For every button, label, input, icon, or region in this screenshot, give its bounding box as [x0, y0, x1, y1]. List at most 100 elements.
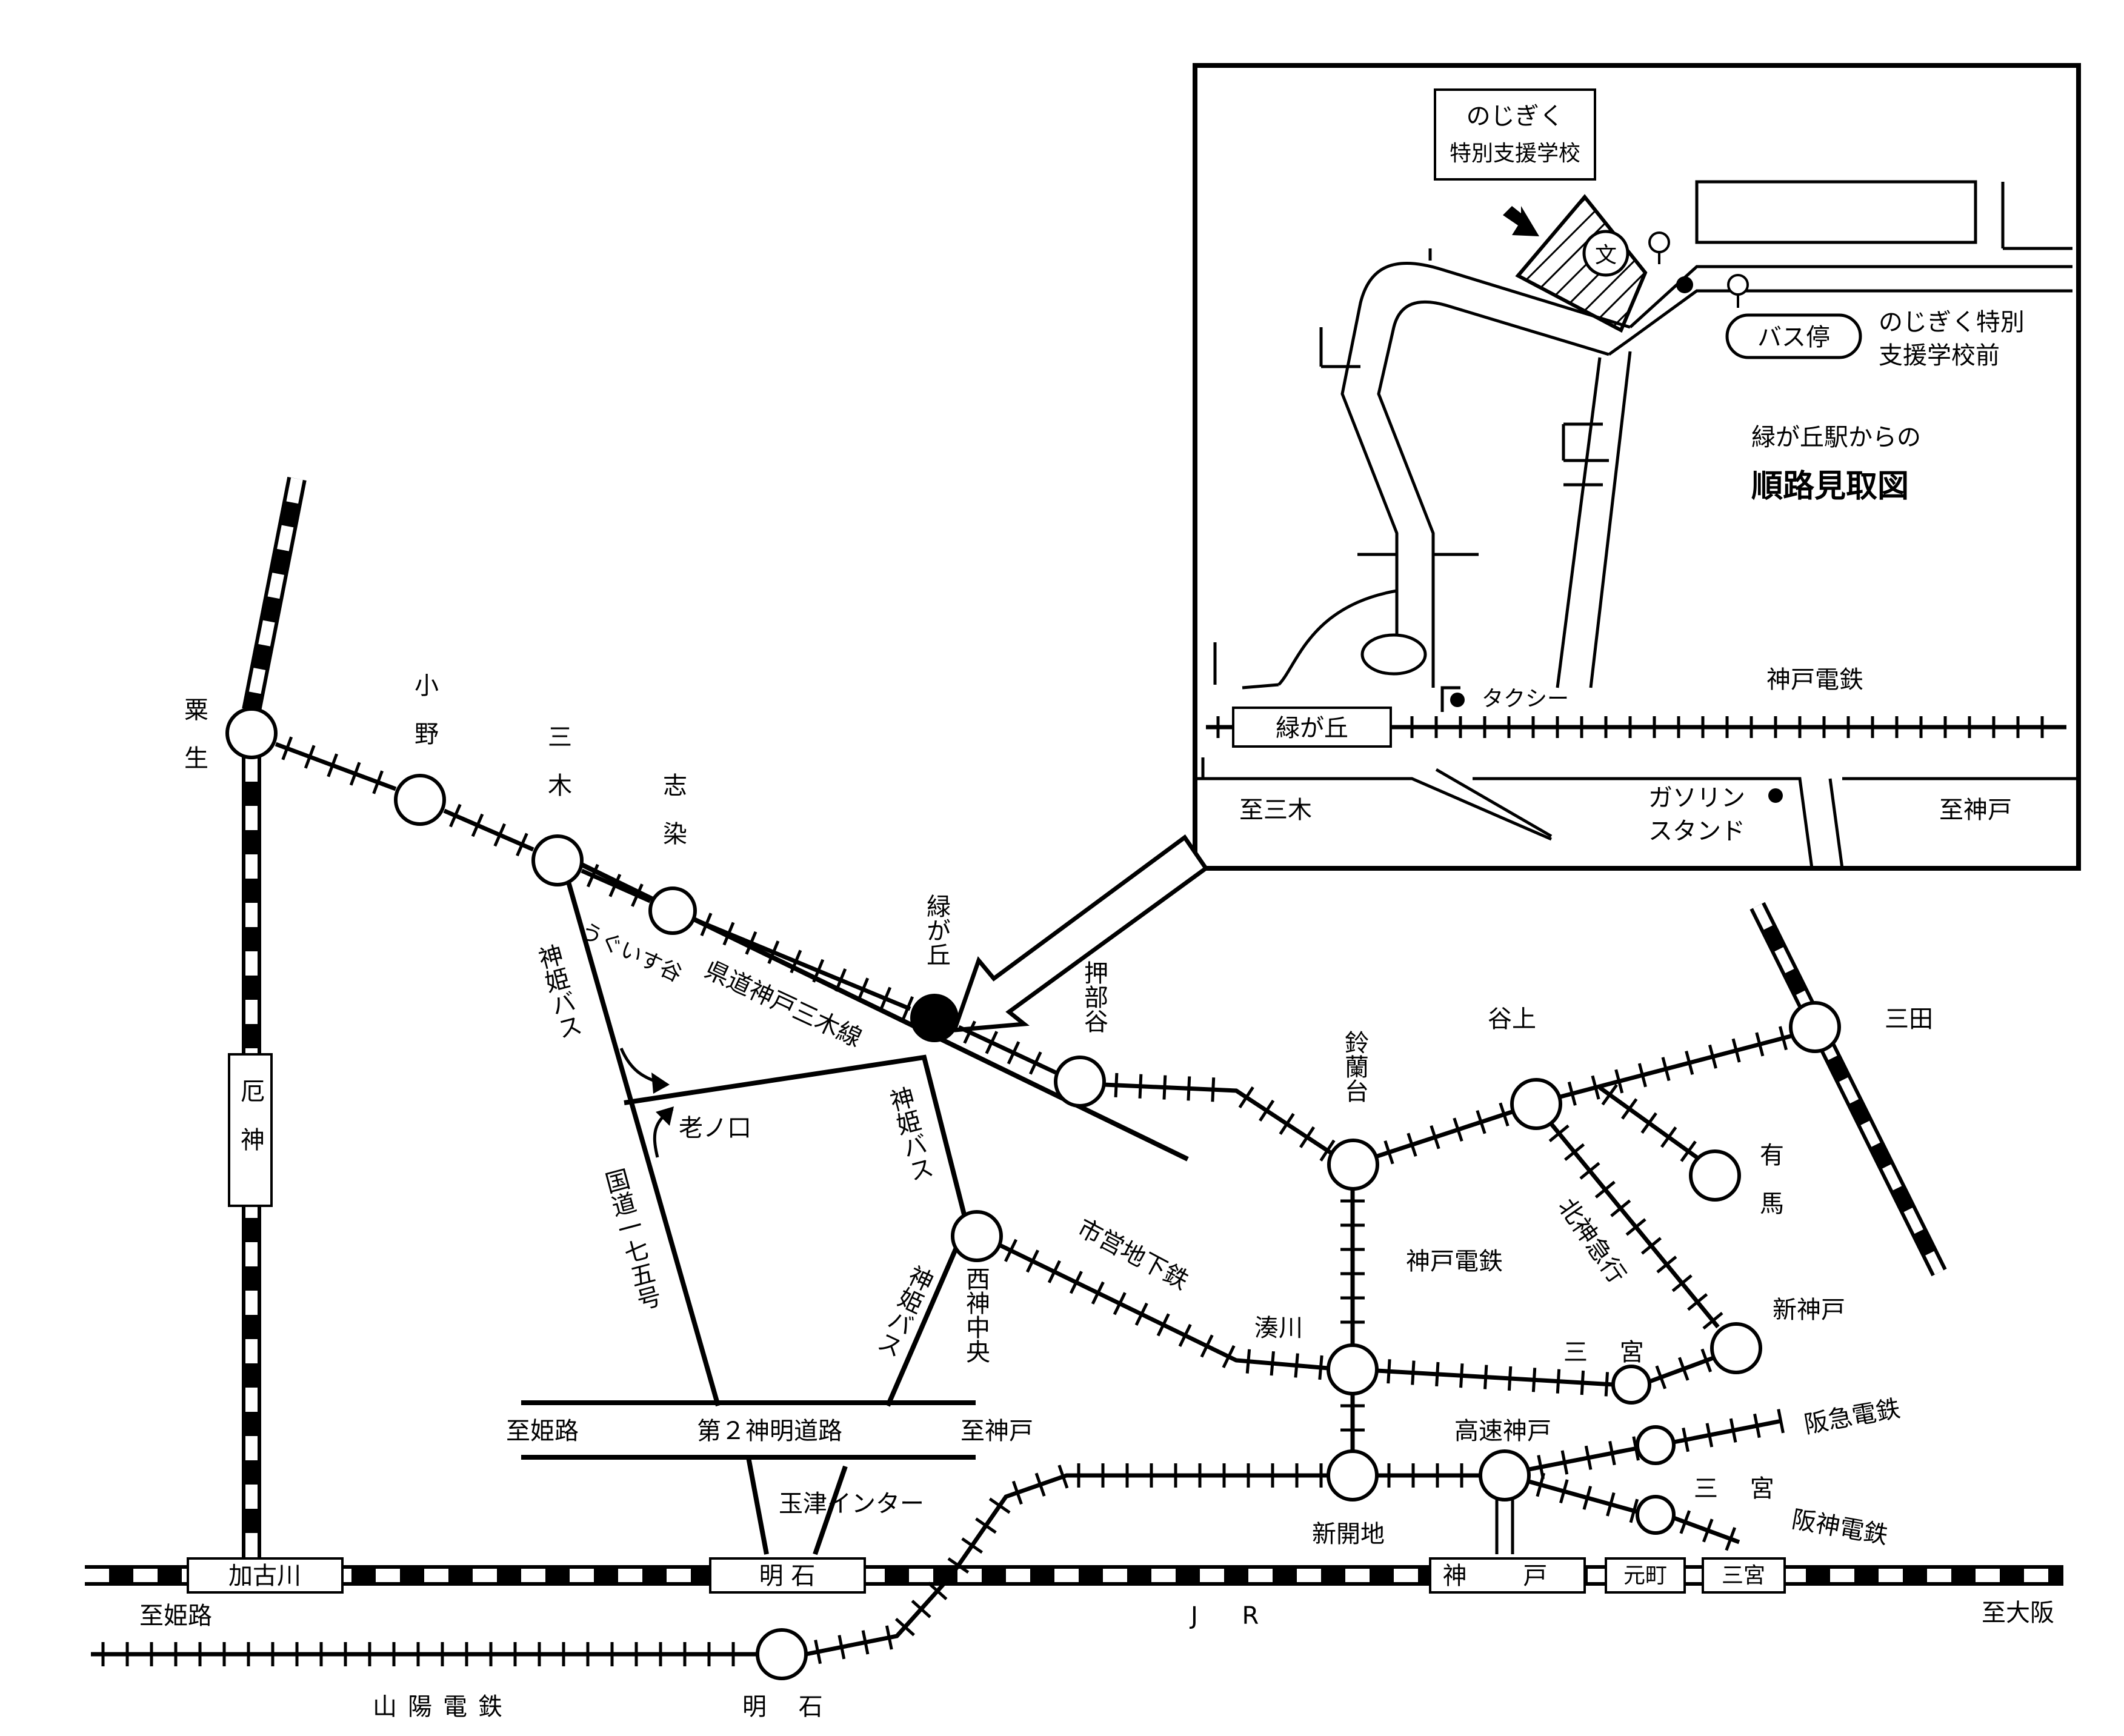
- jr-motomachi-box: [1605, 1557, 1686, 1594]
- sanyo-line-west: [91, 1642, 757, 1666]
- ao-line-2: [443, 803, 534, 857]
- subway-line-east: [1376, 1359, 1614, 1397]
- kobe-dentetsu-south: [1340, 1189, 1365, 1345]
- jr-kakogawa-box: [187, 1557, 344, 1594]
- oshibedani-station-circle: [1054, 1056, 1106, 1108]
- jr-kobe-box: [1429, 1557, 1586, 1594]
- road-shinki-bus-1: 神姫バス: [532, 942, 584, 1042]
- miki-station-circle: [531, 834, 584, 886]
- station-miki: 三木: [544, 724, 571, 821]
- station-suzurandai: 鈴蘭台: [1340, 1030, 1368, 1103]
- station-shinkobe: 新神戸: [1773, 1296, 1845, 1324]
- inset-title-line2: 順路見取図: [1751, 468, 1909, 505]
- shinkaichi-station-circle: [1327, 1449, 1379, 1502]
- jr-sannomiya-box: [1702, 1557, 1786, 1594]
- inset-railway-label: 神戸電鉄: [1766, 666, 1863, 694]
- station-oshibedani: 押部谷: [1080, 960, 1108, 1033]
- stations: [225, 707, 1841, 1680]
- bus-stop-name-line1: のじぎく特別: [1879, 308, 2025, 336]
- station-shijimi: 志染: [659, 773, 687, 870]
- tanigami-station-circle: [1510, 1078, 1562, 1130]
- school-name-line2: 特別支援学校: [1450, 141, 1580, 166]
- hankyu-line-2: [1673, 1409, 1785, 1452]
- kosoku-kobe-circle: [1479, 1449, 1531, 1502]
- inset-to-miki: 至三木: [1239, 796, 1312, 824]
- gas-station-line1: ガソリン: [1648, 784, 1745, 812]
- line-subway: 市営地下鉄: [1073, 1214, 1193, 1295]
- road-daini-shinmei: 第２神明道路: [697, 1417, 842, 1445]
- station-sannomiya-subway: 三 宮: [1563, 1339, 1656, 1366]
- shinkobe-station-circle: [1710, 1322, 1762, 1374]
- road-to-kobe: 至神戸: [960, 1417, 1033, 1445]
- inset-station-label: 緑が丘: [1276, 714, 1348, 742]
- subway-line-west: [999, 1239, 1329, 1380]
- inset-map: のじぎく 特別支援学校 文: [951, 63, 2081, 1033]
- yakujin-line-box: [228, 1053, 273, 1207]
- to-osaka: 至大阪: [1982, 1599, 2054, 1627]
- taxi-label: タクシー: [1482, 687, 1569, 711]
- jr-motomachi: 元町: [1623, 1563, 1667, 1588]
- jr-akashi-box: [709, 1557, 866, 1594]
- fukuchiyama-line: [1749, 902, 1947, 1277]
- station-minatogawa: 湊川: [1254, 1314, 1303, 1342]
- station-sannomiya-private: 三 宮: [1694, 1475, 1786, 1503]
- station-ono: 小野: [410, 673, 438, 770]
- sanyo-line-east: [805, 1463, 1328, 1664]
- arima-line-3: [1598, 1083, 1699, 1162]
- station-kosoku-kobe: 高速神戸: [1454, 1417, 1551, 1445]
- school-label-box: [1434, 88, 1596, 181]
- school-name-line1: のじぎく: [1466, 102, 1564, 130]
- sanyo-akashi-circle: [756, 1628, 808, 1680]
- line-yakujin: 厄神: [236, 1079, 264, 1176]
- nishishin-chuo-circle: [951, 1210, 1003, 1262]
- kita-kyuko-line: [1548, 1122, 1723, 1330]
- bus-stop-name-line2: 支援学校前: [1879, 342, 2000, 370]
- ao-line-6: [1104, 1073, 1336, 1162]
- school-pointer-arrow: [1503, 206, 1539, 236]
- ao-line-1: [275, 736, 397, 794]
- midorigaoka-station-dot: [910, 994, 959, 1042]
- station-nishishin-chuo: 西神中央: [962, 1266, 990, 1363]
- inset-station-box: [1232, 707, 1392, 748]
- minatogawa-station-circle: [1327, 1343, 1379, 1395]
- school-building: [1515, 194, 1648, 333]
- line-hankyu: 阪急電鉄: [1802, 1395, 1903, 1439]
- hanshin-line-2: [1673, 1510, 1740, 1551]
- station-awao: 粟生: [180, 697, 208, 794]
- road-oinokuchi: 老ノ口: [679, 1114, 751, 1142]
- arima-line-1: [1376, 1102, 1513, 1165]
- jr-kobe: 神 戸: [1443, 1562, 1572, 1590]
- arima-line-2: [1560, 1026, 1791, 1106]
- sannomiya-subway-circle: [1611, 1365, 1651, 1405]
- ao-line-5: [957, 1020, 1057, 1075]
- bus-stop-label: バス停: [1757, 324, 1830, 351]
- shijimi-station-circle: [648, 886, 697, 935]
- line-jr: J R: [1189, 1602, 1277, 1630]
- station-shinkaichi: 新開地: [1312, 1520, 1385, 1548]
- line-hanshin: 阪神電鉄: [1789, 1506, 1890, 1550]
- suzurandai-station-circle: [1327, 1139, 1379, 1191]
- awao-station-circle: [225, 707, 278, 759]
- to-himeji: 至姫路: [139, 1602, 212, 1630]
- line-kobe-dentetsu: 神戸電鉄: [1406, 1248, 1503, 1275]
- road-to-himeji: 至姫路: [506, 1417, 579, 1445]
- inset-to-kobe: 至神戸: [1939, 796, 2012, 824]
- bus-stop-badge: [1725, 313, 1862, 359]
- sanda-station-circle: [1789, 1001, 1841, 1053]
- road-prefectural: 県道神戸三木線: [701, 956, 866, 1053]
- ao-line-3: [581, 863, 651, 907]
- hankyu-sannomiya-circle: [1636, 1425, 1676, 1465]
- road-tamatsu-ic: 玉津インター: [779, 1490, 924, 1518]
- inset-title-line1: 緑が丘駅からの: [1751, 424, 1921, 451]
- station-sanyo-akashi: 明 石: [742, 1693, 835, 1721]
- arima-station-circle: [1689, 1149, 1741, 1202]
- station-sanda: 三田: [1885, 1005, 1933, 1033]
- jr-akashi: 明 石: [759, 1562, 816, 1590]
- kakogawa-line-north: [242, 476, 307, 713]
- school-symbol-circle: [1582, 230, 1630, 277]
- station-tanigami: 谷上: [1488, 1005, 1536, 1033]
- road-shinki-bus-2: 神姫バス: [884, 1084, 936, 1185]
- station-midorigaoka: 緑が丘: [922, 894, 950, 966]
- hanshin-line-1: [1528, 1472, 1639, 1523]
